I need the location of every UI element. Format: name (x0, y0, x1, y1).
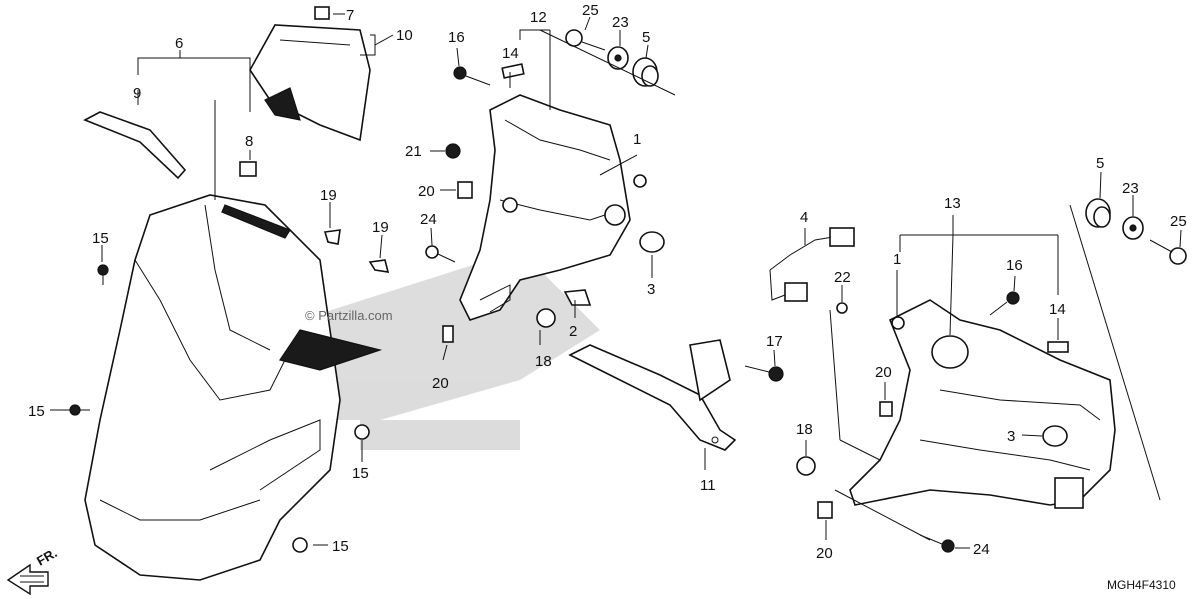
callout-22: 22 (834, 269, 851, 286)
callout-1b: 1 (893, 251, 901, 268)
windscreen[interactable] (249, 24, 371, 142)
bolt-16b[interactable] (989, 291, 1020, 316)
grommet-5a[interactable] (632, 57, 659, 87)
collar-3b[interactable] (1042, 425, 1068, 447)
callout-16a: 16 (448, 29, 465, 46)
callout-18b: 18 (796, 421, 813, 438)
callout-5b: 5 (1096, 155, 1104, 172)
screw-22[interactable] (836, 302, 848, 314)
washer-23a[interactable] (607, 46, 629, 70)
direction-label: FR. (34, 545, 60, 568)
clip-19a[interactable] (323, 229, 341, 245)
collar-3a[interactable] (639, 231, 665, 253)
pad-7[interactable] (314, 6, 330, 20)
callout-24a: 24 (420, 211, 437, 228)
callout-23b: 23 (1122, 180, 1139, 197)
callout-5a: 5 (642, 29, 650, 46)
callout-21: 21 (405, 143, 422, 160)
front-cowl[interactable] (84, 194, 383, 581)
callout-23a: 23 (612, 14, 629, 31)
clip-2[interactable] (563, 289, 592, 306)
diagram-code: MGH4F4310 (1107, 578, 1176, 592)
wire-harness[interactable] (769, 227, 855, 302)
callout-10: 10 (396, 27, 413, 44)
callout-15a: 15 (92, 230, 109, 247)
callout-3a: 3 (647, 281, 655, 298)
callout-12: 12 (530, 9, 547, 26)
callout-25b: 25 (1170, 213, 1187, 230)
rubber-14b[interactable] (1047, 341, 1069, 353)
watermark-text: © Partzilla.com (305, 308, 393, 323)
callout-24b: 24 (973, 541, 990, 558)
rubber-14a[interactable] (501, 63, 525, 79)
nut-20a[interactable] (442, 325, 454, 343)
pad-8[interactable] (239, 161, 257, 177)
callout-7: 7 (346, 7, 354, 24)
collar-18a[interactable] (536, 308, 556, 328)
washer-1b[interactable] (891, 316, 905, 330)
grommet-21[interactable] (445, 143, 461, 159)
bolt-16a[interactable] (453, 66, 491, 86)
callout-20d: 20 (816, 545, 833, 562)
collar-18b[interactable] (796, 456, 816, 476)
grommet-5b[interactable] (1085, 198, 1111, 228)
callout-25a: 25 (582, 2, 599, 19)
callout-16b: 16 (1006, 257, 1023, 274)
nut-20b[interactable] (457, 181, 473, 199)
upper-bracket[interactable] (459, 94, 631, 321)
inner-frame[interactable] (849, 299, 1116, 509)
callout-20b: 20 (418, 183, 435, 200)
bolt-24a[interactable] (425, 245, 456, 263)
callout-19a: 19 (320, 187, 337, 204)
callout-14a: 14 (502, 45, 519, 62)
meter-stay[interactable] (568, 339, 737, 451)
callout-6: 6 (175, 35, 183, 52)
callout-9: 9 (133, 85, 141, 102)
nut-20c[interactable] (879, 401, 893, 417)
callout-17: 17 (766, 333, 783, 350)
callout-15c: 15 (352, 465, 369, 482)
callout-20c: 20 (875, 364, 892, 381)
nut-20d[interactable] (817, 501, 833, 519)
screw-15d[interactable] (292, 537, 308, 553)
screw-15c[interactable] (354, 424, 370, 440)
callout-15b: 15 (28, 403, 45, 420)
front-direction-arrow: FR. (6, 545, 60, 596)
washer-1a[interactable] (633, 174, 647, 188)
bolt-17[interactable] (744, 365, 784, 382)
callout-14b: 14 (1049, 301, 1066, 318)
callout-13: 13 (944, 195, 961, 212)
callout-8: 8 (245, 133, 253, 150)
washer-23b[interactable] (1122, 216, 1144, 240)
leader-lines (50, 13, 1182, 549)
callout-20a: 20 (432, 375, 449, 392)
bolt-25a[interactable] (565, 29, 606, 51)
callout-4: 4 (800, 209, 808, 226)
screw-15b[interactable] (69, 404, 90, 416)
clip-19b[interactable] (368, 259, 390, 273)
bolt-25b[interactable] (1149, 239, 1187, 265)
screw-15a[interactable] (97, 264, 109, 285)
callout-11: 11 (700, 477, 716, 494)
callout-3b: 3 (1007, 428, 1015, 445)
callout-labels: 7 10 6 9 8 19 19 15 15 15 15 20 16 14 12… (28, 2, 1187, 562)
callout-2: 2 (569, 323, 577, 340)
callout-1a: 1 (633, 131, 641, 148)
callout-15d: 15 (332, 538, 349, 555)
trim-strip[interactable] (83, 111, 187, 180)
callout-18a: 18 (535, 353, 552, 370)
callout-19b: 19 (372, 219, 389, 236)
